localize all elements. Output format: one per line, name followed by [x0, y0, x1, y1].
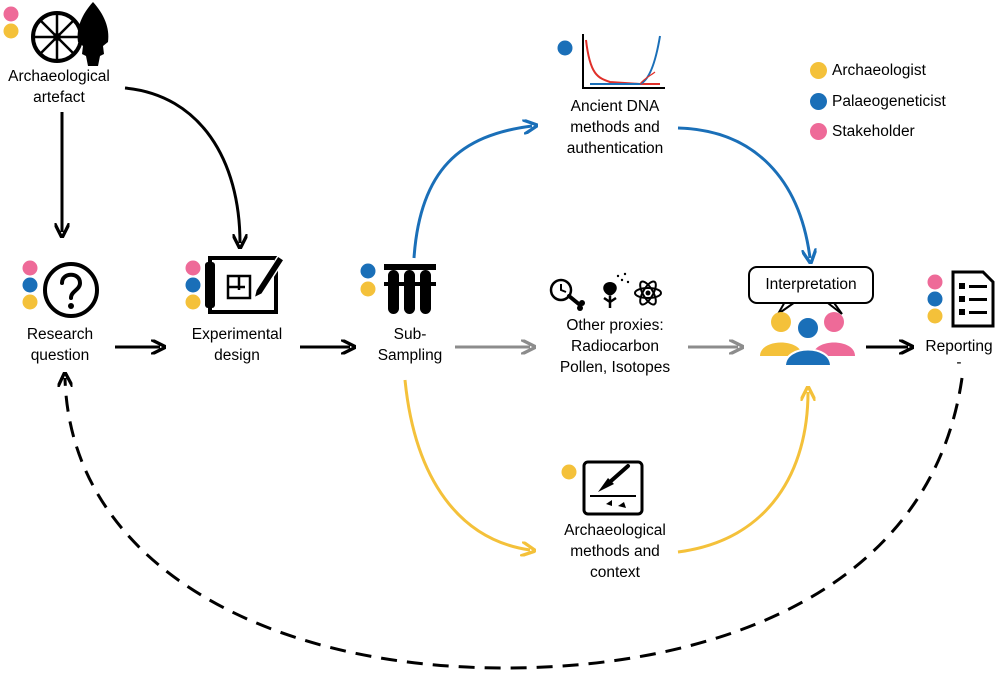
artefact-label-line2: artefact	[33, 89, 85, 106]
reporting-line1: Reporting	[925, 338, 993, 355]
archaeological-methods-line2: methods and	[570, 543, 660, 560]
trowel-icon	[582, 460, 644, 516]
damage-plot-icon	[582, 34, 665, 89]
arrow-subsampling-to-archaeology	[403, 379, 530, 550]
artefact-label: Archaeological artefact	[0, 66, 118, 108]
atom-icon	[634, 280, 662, 306]
legend-dot-archaeologist	[810, 62, 827, 79]
arrowhead-icon	[77, 2, 109, 66]
experimental-design-label: Experimental design	[178, 324, 296, 366]
artefact-label-line1: Archaeological	[8, 68, 110, 85]
design-role-dots	[185, 260, 201, 310]
question-role-dots	[22, 260, 38, 310]
ancient-dna-label: Ancient DNA methods and authentication	[545, 96, 685, 159]
sub-sampling-label: Sub- Sampling	[365, 324, 455, 366]
archaeological-methods-label: Archaeological methods and context	[540, 520, 690, 583]
interpretation-bubble: Interpretation	[748, 266, 874, 304]
arrow-artefact-to-design	[124, 86, 240, 243]
subsampling-role-dots	[360, 263, 376, 297]
legend-label-archaeologist: Archaeologist	[832, 62, 926, 79]
archaeological-methods-line1: Archaeological	[564, 522, 666, 539]
legend-dot-stakeholder	[810, 123, 827, 140]
experimental-design-line2: design	[214, 347, 260, 364]
legend-item-archaeologist: Archaeologist	[810, 61, 926, 81]
reporting-label: Reporting -	[918, 336, 1000, 371]
legend-label-stakeholder: Stakeholder	[832, 123, 915, 140]
flower-icon	[603, 272, 630, 308]
reporting-mark: -	[956, 354, 962, 371]
reporting-role-dots	[927, 274, 943, 324]
ancient-dna-line2: methods and	[570, 119, 660, 136]
sub-sampling-line2: Sampling	[377, 347, 443, 364]
dna-role-dots	[557, 40, 573, 56]
feedback-arrow-reporting-to-question	[65, 378, 964, 670]
interpretation-label: Interpretation	[765, 276, 857, 293]
research-question-line1: Research	[26, 326, 94, 343]
sub-sampling-line1: Sub-	[393, 326, 427, 343]
other-proxies-line1: Other proxies:	[566, 317, 664, 334]
other-proxies-line2: Radiocarbon	[571, 338, 659, 355]
people-group-icon	[760, 312, 855, 367]
wheel-icon	[31, 11, 83, 63]
other-proxies-label: Other proxies: Radiocarbon Pollen, Isoto…	[540, 315, 690, 378]
ancient-dna-line3: authentication	[566, 140, 664, 157]
ancient-dna-line1: Ancient DNA	[570, 98, 660, 115]
legend-label-palaeogeneticist: Palaeogeneticist	[832, 93, 946, 110]
clock-bone-icon	[549, 278, 585, 311]
legend-dot-palaeogeneticist	[810, 93, 827, 110]
archaeology-role-dots	[561, 464, 577, 480]
test-tubes-icon	[384, 264, 436, 314]
experimental-design-line1: Experimental	[191, 326, 283, 343]
arrow-archaeology-to-interpretation	[677, 392, 808, 554]
report-list-icon	[951, 270, 995, 328]
research-question-label: Research question	[10, 324, 110, 366]
question-mark-icon	[43, 262, 99, 318]
blueprint-pencil-icon	[205, 254, 286, 314]
arrow-dna-to-interpretation	[677, 126, 810, 258]
archaeological-methods-line3: context	[590, 564, 640, 581]
artefact-role-dots	[3, 6, 19, 39]
legend-item-stakeholder: Stakeholder	[810, 122, 915, 142]
other-proxies-line3: Pollen, Isotopes	[559, 359, 671, 376]
arrow-subsampling-to-dna	[412, 126, 532, 259]
legend-item-palaeogeneticist: Palaeogeneticist	[810, 92, 946, 112]
research-question-line2: question	[30, 347, 90, 364]
